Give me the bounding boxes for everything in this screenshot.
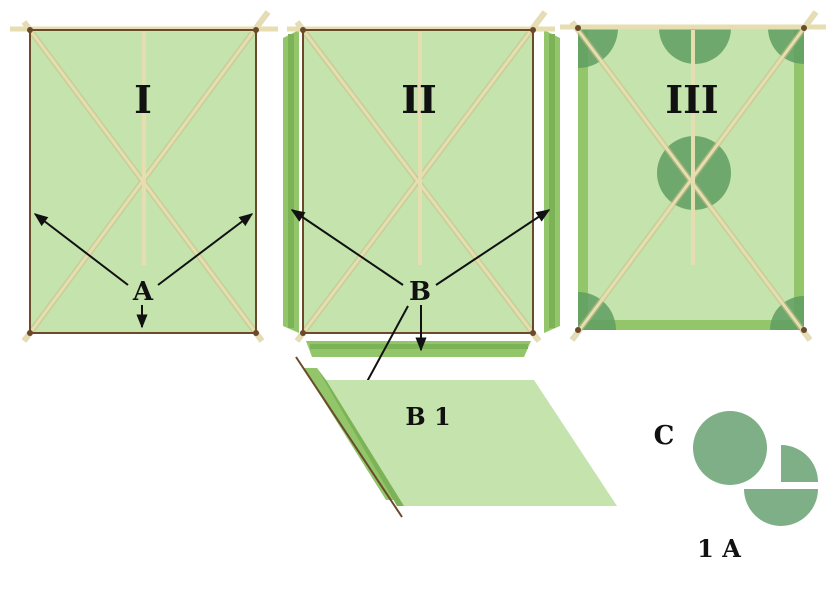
- fold-border-left: [578, 28, 588, 330]
- arrow-a-left: [33, 213, 129, 286]
- edge-string: [295, 356, 403, 518]
- detail-label-1a: 1 A: [697, 534, 741, 563]
- fold-border-right: [794, 28, 804, 330]
- pointer-label-a: A: [132, 277, 154, 307]
- arrow-a-right: [157, 213, 254, 286]
- detail-b1-fold: B 1: [295, 356, 617, 518]
- fold-border-bottom: [578, 320, 804, 330]
- arrow-b-left: [290, 209, 404, 286]
- pointer-label-b: B: [409, 277, 431, 307]
- panel-three-kite: III: [560, 10, 826, 342]
- detail-label-b1: B 1: [405, 402, 450, 431]
- string-frame: [302, 29, 534, 334]
- panel-label-two: II: [401, 77, 437, 122]
- panel-label-three: III: [665, 77, 718, 122]
- arrow-b-right: [435, 209, 551, 286]
- panel-one-kite: I A: [10, 10, 278, 343]
- corner-patch: [578, 28, 618, 68]
- panel-two-kite: II B: [283, 10, 560, 415]
- half-patch: [744, 489, 818, 526]
- panel-label-one: I: [134, 77, 152, 122]
- string-frame: [29, 29, 257, 334]
- detail-c-patches: C 1 A: [654, 411, 818, 563]
- paper-sheet: [325, 380, 617, 506]
- detail-label-c: C: [654, 421, 675, 451]
- round-patch: [693, 411, 767, 485]
- quarter-patch: [781, 445, 818, 482]
